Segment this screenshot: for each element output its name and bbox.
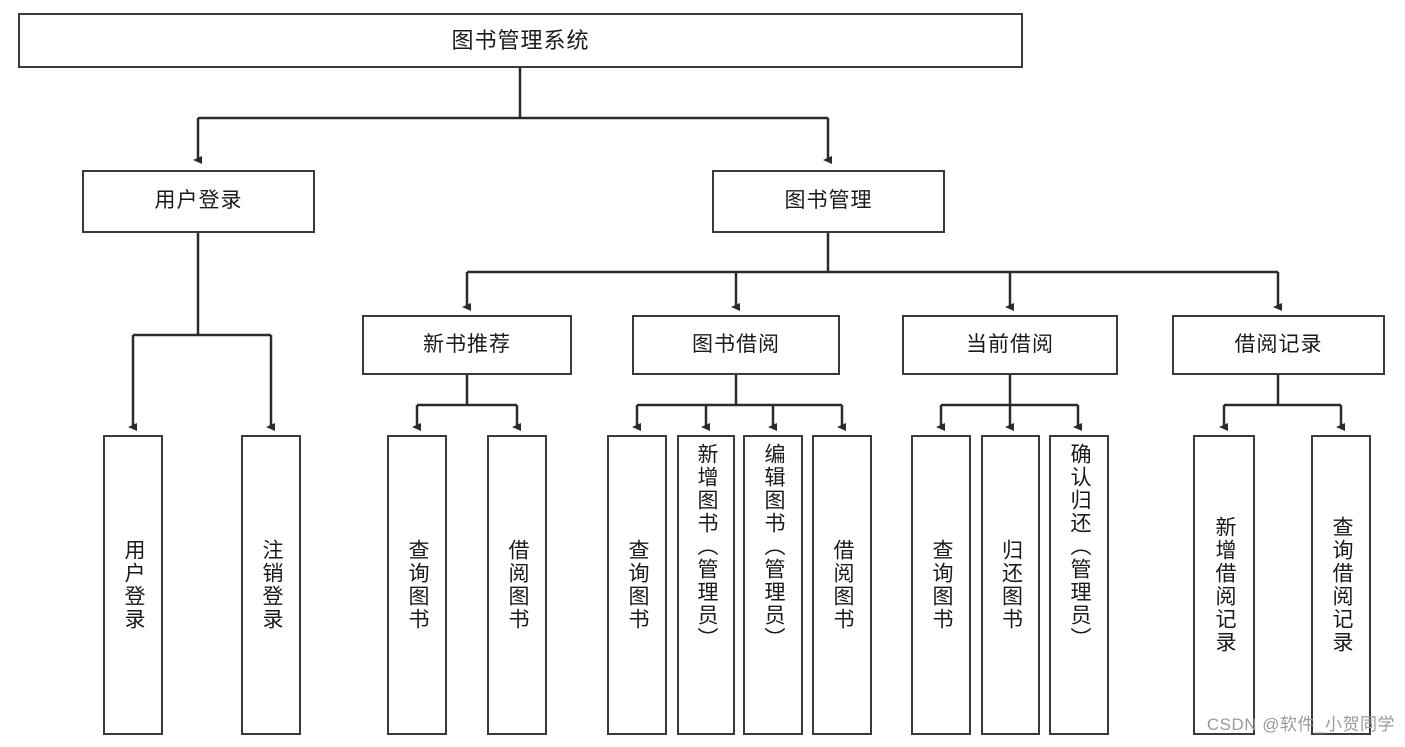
node-label: 归还图书: [999, 539, 1023, 631]
node-root-system[interactable]: 图书管理系统: [18, 13, 1023, 68]
node-label: 图书管理系统: [451, 27, 590, 53]
node-label: 借阅图书: [831, 539, 855, 631]
leaf-borrow-record-query[interactable]: 查询借阅记录: [1311, 435, 1371, 735]
node-label: 当前借阅: [966, 332, 1054, 356]
node-label: 查询图书: [930, 539, 954, 631]
node-label: 借阅记录: [1234, 332, 1323, 356]
node-book-management[interactable]: 图书管理: [712, 170, 945, 233]
node-borrow-record[interactable]: 借阅记录: [1172, 315, 1385, 375]
node-label: 图书管理: [784, 189, 873, 213]
leaf-new-book-borrow[interactable]: 借阅图书: [487, 435, 547, 735]
node-label: 确认归还（管理员）: [1068, 443, 1092, 650]
node-user-login[interactable]: 用户登录: [82, 170, 315, 233]
node-label: 用户登录: [122, 539, 146, 631]
leaf-borrow-record-add[interactable]: 新增借阅记录: [1193, 435, 1255, 735]
leaf-book-borrow-borrow[interactable]: 借阅图书: [812, 435, 872, 735]
leaf-book-borrow-query[interactable]: 查询图书: [607, 435, 667, 735]
leaf-current-borrow-return[interactable]: 归还图书: [981, 435, 1040, 735]
node-label: 编辑图书（管理员）: [762, 443, 786, 650]
leaf-book-borrow-add[interactable]: 新增图书（管理员）: [677, 435, 735, 735]
leaf-user-login-logout[interactable]: 注销登录: [241, 435, 301, 735]
leaf-new-book-query[interactable]: 查询图书: [387, 435, 447, 735]
node-label: 借阅图书: [506, 539, 530, 631]
node-label: 新书推荐: [423, 332, 511, 356]
node-new-book-recommend[interactable]: 新书推荐: [362, 315, 572, 375]
node-label: 用户登录: [154, 189, 243, 213]
node-label: 新增借阅记录: [1213, 516, 1237, 654]
leaf-current-borrow-query[interactable]: 查询图书: [911, 435, 971, 735]
node-label: 图书借阅: [692, 332, 780, 356]
leaf-user-login-login[interactable]: 用户登录: [103, 435, 163, 735]
node-label: 注销登录: [260, 539, 284, 631]
node-book-borrow[interactable]: 图书借阅: [632, 315, 840, 375]
watermark-text: CSDN @软件_小贺同学: [1206, 715, 1395, 734]
node-current-borrow[interactable]: 当前借阅: [902, 315, 1118, 375]
node-label: 查询图书: [406, 539, 430, 631]
node-label: 查询图书: [626, 539, 650, 631]
leaf-book-borrow-edit[interactable]: 编辑图书（管理员）: [743, 435, 803, 735]
node-label: 新增图书（管理员）: [695, 443, 719, 650]
leaf-current-borrow-confirm-return[interactable]: 确认归还（管理员）: [1049, 435, 1109, 735]
node-label: 查询借阅记录: [1330, 516, 1354, 654]
